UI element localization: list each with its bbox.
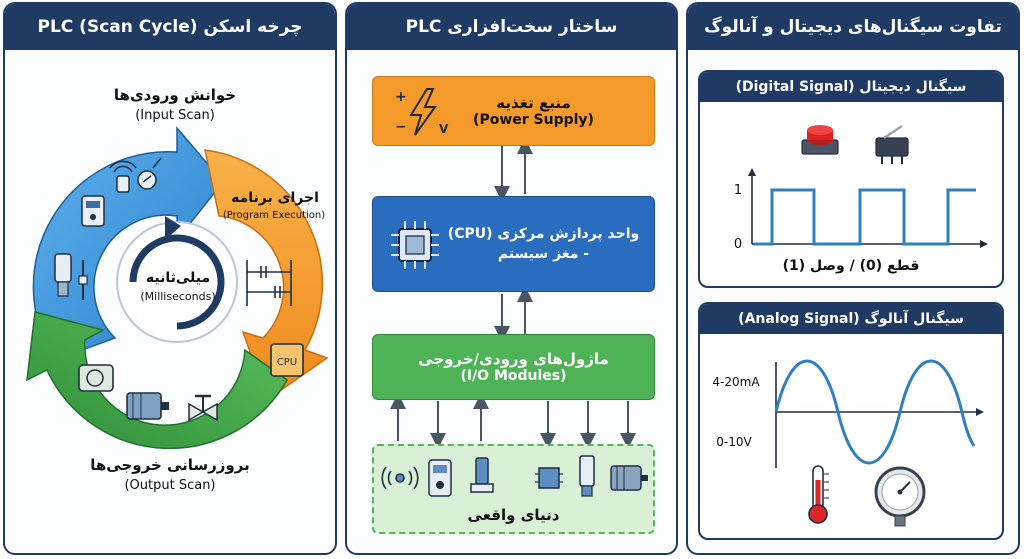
meter-icon (428, 459, 452, 497)
valve-icon (188, 394, 218, 422)
antenna-sensor-icon (109, 160, 137, 193)
motor-icon (126, 392, 169, 420)
svg-text:1: 1 (734, 183, 742, 198)
real-world-label: دنیای واقعی (467, 506, 560, 524)
real-world-box: دنیای واقعی (372, 444, 655, 534)
motor-icon (610, 465, 648, 491)
io-modules-label-en: (I/O Modules) (460, 368, 567, 384)
radar-sensor-icon (381, 466, 419, 490)
cpu-label-line1: واحد پردازش مرکزی (CPU) (447, 226, 640, 242)
io-modules-box: ماژول‌های ورودی/خروجی (I/O Modules) (372, 334, 655, 400)
program-execution-arrow (204, 149, 329, 402)
level-sensor-icon (470, 457, 494, 493)
cpu-label-line2: - مغز سیستم (497, 246, 590, 262)
analog-signal-card: سیگنال آنالوگ (Analog Signal) 4-20mA 0-1… (698, 302, 1004, 540)
refresh-arrow-icon (129, 234, 225, 330)
gauge-sensor-icon (137, 157, 162, 190)
svg-text:4-20mA: 4-20mA (712, 375, 760, 389)
io-modules-label-fa: ماژول‌های ورودی/خروجی (418, 350, 609, 368)
connection-arrows (390, 138, 636, 449)
sine-wave (774, 359, 976, 465)
ladder-logic-icon (246, 260, 292, 306)
svg-text:+: + (395, 89, 407, 105)
power-supply-label-fa: منبع تغذیه (496, 94, 571, 112)
digital-signal-caption: قطع (0) / وصل (1) (782, 258, 920, 274)
program-execution-label-fa: اجرای برنامه (231, 190, 319, 206)
scan-cycle-panel: چرخه اسکن PLC (Scan Cycle) (3, 2, 337, 555)
svg-text:0: 0 (734, 237, 742, 252)
cpu-box: واحد پردازش مرکزی (CPU) - مغز سیستم (372, 196, 655, 292)
cpu-chip-icon (391, 221, 439, 269)
hardware-structure-title: ساختار سخت‌افزاری PLC (347, 4, 676, 50)
svg-text:V: V (439, 122, 449, 136)
scan-cycle-title: چرخه اسکن PLC (Scan Cycle) (5, 4, 335, 50)
proximity-sensor-icon (579, 455, 595, 497)
real-world-devices (381, 455, 648, 497)
pump-icon (78, 364, 114, 392)
pressure-gauge-icon (874, 466, 926, 527)
chip-module-icon (535, 467, 563, 489)
push-button-icon (801, 125, 839, 155)
signals-panel: تفاوت سیگنال‌های دیجیتال و آنالوگ سیگنال… (686, 2, 1020, 555)
analog-signal-graph: 4-20mA 0-10V (712, 359, 984, 527)
hardware-structure-panel: ساختار سخت‌افزاری PLC + − V منبع تغذیه (… (345, 2, 678, 555)
input-scan-label-en: (Input Scan) (135, 108, 215, 123)
proximity-sensor-icon (54, 253, 88, 300)
power-supply-label-en: (Power Supply) (473, 112, 594, 128)
cpu-chip-icon: CPU (270, 343, 304, 377)
svg-text:0-10V: 0-10V (716, 435, 752, 449)
output-scan-label-en: (Output Scan) (124, 478, 216, 493)
digital-signal-title: سیگنال دیجیتال (Digital Signal) (700, 72, 1002, 102)
center-label-fa: میلی‌ثانیه (145, 270, 211, 286)
program-execution-label-en: (Program Execution) (222, 210, 326, 221)
power-bolt-icon: + − V (395, 88, 449, 136)
control-module-icon (81, 195, 105, 227)
square-wave (754, 188, 976, 246)
scan-cycle-diagram: CPU (26, 125, 329, 450)
digital-signal-graph: 1 0 (734, 124, 988, 252)
digital-signal-card: سیگنال دیجیتال (Digital Signal) 1 0 قطع … (698, 70, 1004, 288)
input-scan-arrow (32, 125, 224, 361)
power-supply-box: + − V منبع تغذیه (Power Supply) (372, 76, 655, 146)
signals-title: تفاوت سیگنال‌های دیجیتال و آنالوگ (688, 4, 1018, 50)
limit-switch-icon (875, 124, 909, 164)
output-scan-label-fa: بروزرسانی خروجی‌ها (90, 456, 250, 474)
thermometer-icon (808, 465, 829, 524)
svg-text:−: − (395, 119, 407, 135)
analog-signal-title: سیگنال آنالوگ (Analog Signal) (700, 304, 1002, 334)
center-label-en: (Milliseconds) (140, 290, 216, 303)
svg-text:CPU: CPU (277, 357, 297, 368)
input-scan-label-fa: خوانش ورودی‌ها (113, 86, 237, 104)
